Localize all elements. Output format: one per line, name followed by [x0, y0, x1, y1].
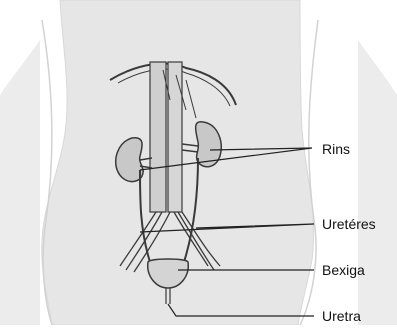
label-bexiga: Bexiga: [322, 262, 365, 278]
right-arm-silhouette: [358, 40, 397, 325]
aorta: [168, 62, 182, 212]
label-uretra: Uretra: [322, 308, 361, 324]
label-rins: Rins: [322, 141, 350, 157]
vena-cava: [150, 62, 166, 212]
left-arm-silhouette: [0, 40, 40, 325]
label-ureteres: Uretéres: [322, 216, 376, 232]
